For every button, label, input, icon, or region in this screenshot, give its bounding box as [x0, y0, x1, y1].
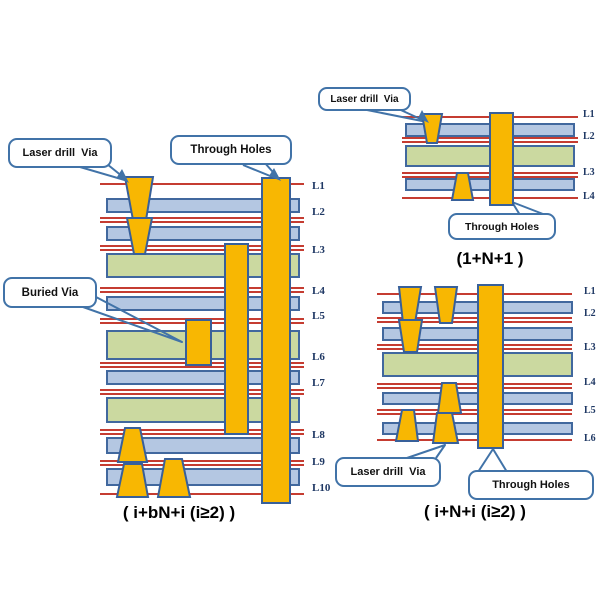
copper-line	[377, 344, 572, 346]
callout-tail	[477, 448, 508, 473]
callout-through-holes-bottom-right: Through Holes	[468, 470, 594, 500]
layer-label: L5	[312, 310, 325, 322]
prepreg-bar	[106, 437, 300, 454]
through-hole-shape	[477, 284, 504, 449]
callout-laser-drill-via-top-right: Laser drill Via	[318, 87, 411, 111]
layer-label: L2	[584, 308, 596, 319]
copper-line	[100, 291, 304, 293]
callout-through-holes-top-right: Through Holes	[448, 213, 556, 240]
copper-line	[100, 245, 304, 247]
layer-label: L2	[312, 206, 325, 218]
prepreg-bar	[106, 468, 300, 486]
layer-label: L1	[583, 109, 595, 120]
callout-laser-drill-via-bottom-right: Laser drill Via	[335, 457, 441, 487]
layer-label: L8	[312, 429, 325, 441]
layer-label: L9	[312, 456, 325, 468]
layer-label: L1	[584, 286, 596, 297]
layer-label: L1	[312, 180, 325, 192]
copper-line	[377, 409, 572, 411]
layer-label: L5	[584, 405, 596, 416]
layer-label: L3	[584, 342, 596, 353]
copper-line	[377, 439, 572, 441]
laser-drill-via-shape	[125, 217, 154, 255]
copper-line	[100, 183, 304, 185]
copper-line	[100, 221, 304, 223]
callout-tail	[82, 296, 183, 343]
copper-line	[377, 387, 572, 389]
layer-label: L4	[584, 377, 596, 388]
copper-line	[377, 317, 572, 319]
laser-drill-via-shape	[156, 458, 192, 498]
laser-drill-via-shape	[431, 412, 460, 444]
prepreg-bar	[106, 370, 300, 385]
copper-line	[100, 464, 304, 466]
layer-label: L7	[312, 377, 325, 389]
callout-tail	[403, 444, 446, 460]
copper-line	[100, 433, 304, 435]
arrowhead-icon	[117, 169, 129, 183]
copper-line	[377, 321, 572, 323]
layer-label: L4	[312, 285, 325, 297]
copper-line	[377, 348, 572, 350]
laser-drill-via-shape	[394, 409, 420, 442]
copper-line	[377, 293, 572, 295]
layer-label: L2	[583, 131, 595, 142]
callout-laser-drill-via-left: Laser drill Via	[8, 138, 112, 168]
through-hole-shape	[224, 243, 249, 435]
through-hole-shape	[261, 177, 291, 504]
copper-line	[100, 366, 304, 368]
laser-drill-via-shape	[123, 176, 155, 221]
copper-line	[100, 217, 304, 219]
arrowhead-icon	[418, 110, 429, 123]
layer-label: L3	[583, 167, 595, 178]
prepreg-bar	[106, 198, 300, 213]
laser-drill-via-shape	[397, 286, 423, 324]
callout-buried-via: Buried Via	[3, 277, 97, 308]
layer-label: L6	[312, 351, 325, 363]
laser-drill-via-shape	[450, 172, 475, 201]
copper-line	[100, 460, 304, 462]
laser-drill-via-shape	[397, 319, 424, 353]
laser-drill-via-shape	[433, 286, 459, 324]
laser-drill-via-shape	[116, 427, 149, 463]
arrowhead-icon	[269, 168, 281, 181]
through-hole-shape	[489, 112, 514, 206]
copper-line	[377, 413, 572, 415]
copper-line	[100, 287, 304, 289]
buried-via-shape	[185, 319, 212, 366]
layer-label: L6	[584, 433, 596, 444]
callout-through-holes-left: Through Holes	[170, 135, 292, 165]
laser-drill-via-shape	[115, 463, 150, 498]
layer-label: L4	[583, 191, 595, 202]
copper-line	[100, 493, 304, 495]
laser-drill-via-shape	[436, 382, 463, 414]
copper-line	[100, 389, 304, 391]
copper-line	[377, 383, 572, 385]
copper-line	[100, 393, 304, 395]
layer-label: L3	[312, 244, 325, 256]
copper-line	[100, 249, 304, 251]
top-right-diagram-caption: (1+N+1 )	[456, 249, 524, 268]
bottom-right-diagram-caption: ( i+N+i (i≥2) )	[424, 502, 526, 521]
layer-label: L10	[312, 482, 331, 494]
left-diagram-caption: ( i+bN+i (i≥2) )	[122, 503, 236, 522]
prepreg-bar	[106, 226, 300, 241]
copper-line	[100, 429, 304, 431]
